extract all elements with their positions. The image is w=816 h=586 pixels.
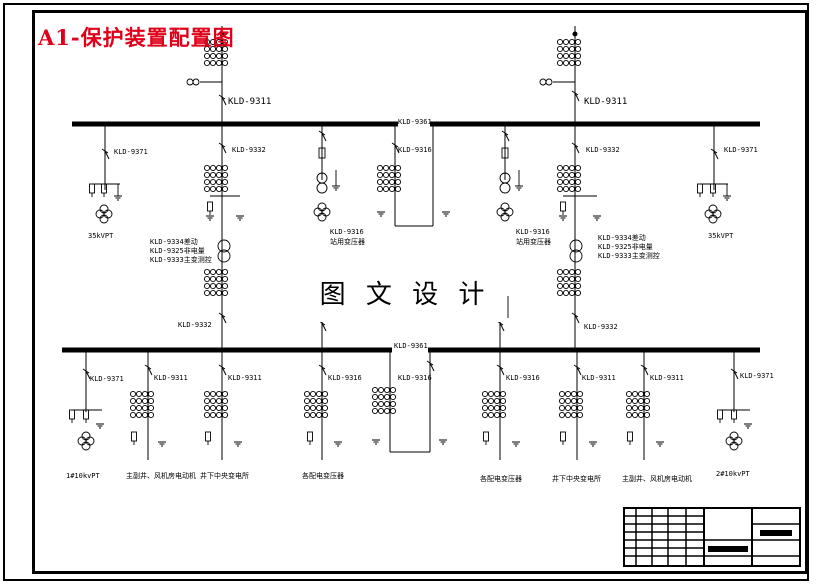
station-left-relay: KLD-9316 [330,228,364,236]
bus-tie-10kv-relay: KLD-9361 [394,342,428,350]
title-block [623,507,801,567]
station-right-relay: KLD-9316 [516,228,550,236]
feeder-5-relay: KLD-9316 [398,374,432,382]
station-left-name: 站用变压器 [330,237,365,246]
pt-35kv-left [89,124,123,224]
trans-right-note-3: KLD-9333主变测控 [598,251,660,260]
feeder-7 [559,350,598,460]
low-left-relay: KLD-9332 [178,321,212,329]
feeder-6 [482,350,521,460]
feeder-7-relay: KLD-9311 [582,374,616,382]
feeder-1-pt [69,350,105,451]
drawing-title: A1-保护装置配置图 [38,25,235,50]
feeder-7-name: 井下中央变电所 [552,474,601,483]
feeder-9-name: 2#10kvPT [716,470,751,478]
trans-left-relay: KLD-9332 [232,146,266,154]
transformer-bay-right [557,124,602,350]
feeder-1-relay: KLD-9371 [90,375,124,383]
feeder-3-name: 井下中央变电所 [200,471,249,480]
bus-tie-35kv-relay: KLD-9361 [398,118,432,126]
feeder-4-relay: KLD-9316 [328,374,362,382]
station-transformer-left [313,124,341,222]
incoming-left-relay: KLD-9311 [228,97,271,107]
transformer-bay-left [204,124,245,350]
incoming-line-right [539,26,581,124]
feeder-9-relay: KLD-9371 [740,372,774,380]
feeder-2 [130,350,167,460]
feeder-2-name: 主副井、风机房电动机 [126,471,196,480]
low-right-relay: KLD-9332 [584,323,618,331]
incoming-line-left [186,26,228,124]
feeder-3 [204,350,243,460]
drawing-frame-inner [32,10,808,574]
bus-tie-10kv [371,350,448,453]
trans-left-note-2: KLD-9325非电量 [150,246,205,255]
feeder-6-relay: KLD-9316 [506,374,540,382]
feeder-4 [304,350,343,460]
feeder-9-pt [717,350,753,451]
pt-right-relay: KLD-9371 [724,146,758,154]
trans-right-note-2: KLD-9325非电量 [598,242,653,251]
trans-right-relay: KLD-9332 [586,146,620,154]
feeder-8-name: 主副井、风机房电动机 [622,474,692,483]
pt-right-name: 35kVPT [708,232,734,240]
trans-right-note-1: KLD-9334差动 [598,233,646,242]
tie-left-relay: KLD-9316 [398,146,432,154]
trans-left-note-1: KLD-9334差动 [150,237,198,246]
station-transformer-right [496,124,524,222]
pt-left-relay: KLD-9371 [114,148,148,156]
feeder-8 [626,350,665,460]
watermark: 图 文 设 计 [305,262,505,322]
feeder-2-relay: KLD-9311 [154,374,188,382]
feeder-8-relay: KLD-9311 [650,374,684,382]
feeder-4-name: 各配电变压器 [302,471,344,480]
pt-35kv-right [697,124,732,224]
trans-left-note-3: KLD-9333主变测控 [150,255,212,264]
feeder-3-relay: KLD-9311 [228,374,262,382]
incoming-right-relay: KLD-9311 [584,97,627,107]
drawing-frame-outer [3,3,809,581]
station-right-name: 站用变压器 [516,237,551,246]
pt-left-name: 35kVPT [88,232,114,240]
feeder-6-name: 各配电变压器 [480,474,522,483]
feeder-1-name: 1#10kvPT [66,472,101,480]
bus-tie-35kv [376,124,451,227]
